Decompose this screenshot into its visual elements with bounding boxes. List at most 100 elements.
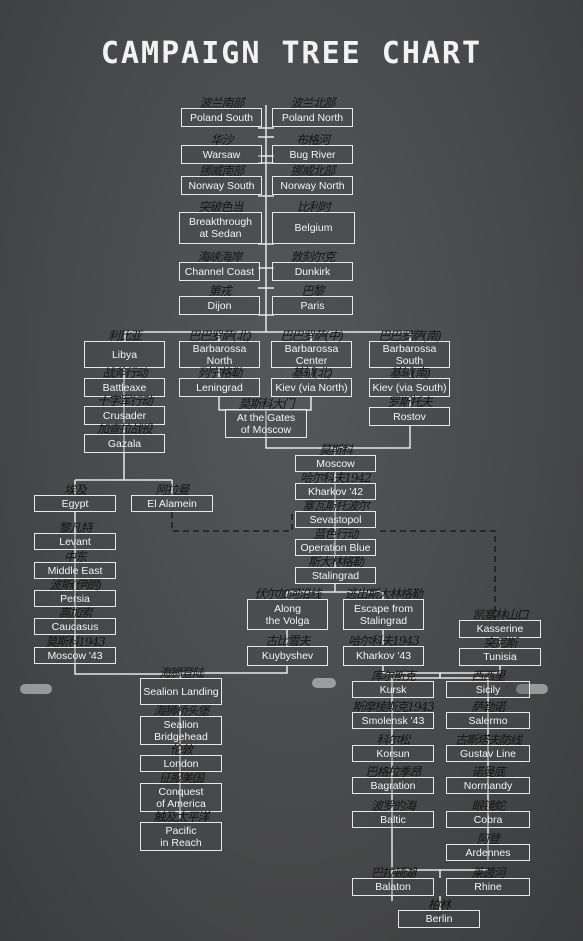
campaign-node-label: Crusader — [102, 409, 147, 422]
campaign-node-cobra[interactable]: Cobra — [446, 811, 530, 828]
campaign-node-bagration[interactable]: Bagration — [352, 777, 434, 794]
campaign-node-ardennes[interactable]: Ardennes — [446, 844, 530, 861]
campaign-node-label: Gazala — [107, 437, 142, 450]
handwritten-note: 阿拉曼 — [155, 483, 189, 497]
handwritten-note: 凯塞林山口 — [472, 608, 528, 622]
campaign-node-levant[interactable]: Levant — [34, 533, 116, 550]
campaign-node-label: Barbarossa North — [192, 342, 247, 367]
campaign-node-kasserine[interactable]: Kasserine — [459, 620, 541, 638]
campaign-node-kharkov42[interactable]: Kharkov '42 — [295, 483, 376, 500]
campaign-node-kursk[interactable]: Kursk — [352, 681, 434, 698]
campaign-node-kharkov43[interactable]: Kharkov '43 — [343, 646, 424, 666]
campaign-node-kiev_n[interactable]: Kiev (via North) — [271, 378, 352, 397]
campaign-node-barb_s[interactable]: Barbarossa South — [369, 341, 450, 368]
campaign-node-norway_n[interactable]: Norway North — [272, 176, 353, 195]
campaign-node-bug[interactable]: Bug River — [272, 145, 353, 164]
campaign-node-london[interactable]: London — [140, 755, 222, 772]
campaign-node-bridgehead[interactable]: Sealion Bridgehead — [140, 716, 222, 745]
connector — [179, 666, 288, 678]
handwritten-note: 第戎 — [208, 284, 231, 298]
campaign-node-dijon[interactable]: Dijon — [179, 296, 260, 315]
campaign-node-label: El Alamein — [147, 497, 197, 510]
campaign-node-label: Sevastopol — [309, 513, 362, 526]
campaign-node-gates[interactable]: At the Gates of Moscow — [225, 409, 307, 438]
campaign-node-korsun[interactable]: Korsun — [352, 745, 434, 762]
handwritten-note: 柏林 — [427, 898, 451, 912]
handwritten-note: 挪威南部 — [199, 164, 244, 178]
campaign-node-america[interactable]: Conquest of America — [140, 783, 222, 812]
campaign-node-gazala[interactable]: Gazala — [84, 434, 165, 453]
campaign-node-label: Berlin — [425, 913, 453, 925]
campaign-node-kuybyshev[interactable]: Kuybyshev — [247, 646, 328, 666]
handwritten-note: 伏尔加河沿线 — [254, 587, 321, 601]
campaign-node-gustav[interactable]: Gustav Line — [446, 745, 530, 762]
campaign-node-sealion[interactable]: Sealion Landing — [140, 678, 222, 705]
handwritten-note: 眼镜蛇 — [471, 799, 505, 813]
campaign-node-poland_s[interactable]: Poland South — [181, 108, 262, 127]
campaign-node-rhine[interactable]: Rhine — [446, 878, 530, 896]
campaign-node-sedan[interactable]: Breakthrough at Sedan — [179, 212, 262, 244]
campaign-node-crusader[interactable]: Crusader — [84, 406, 165, 425]
handwritten-note: 哈尔科夫1943 — [348, 634, 420, 648]
campaign-node-normandy[interactable]: Normandy — [446, 777, 530, 794]
campaign-node-label: Poland North — [281, 111, 344, 124]
campaign-node-opblue[interactable]: Operation Blue — [295, 539, 376, 556]
campaign-node-mideast[interactable]: Middle East — [34, 562, 116, 579]
handwritten-note: 加查拉战役 — [96, 422, 153, 436]
campaign-node-moscow43[interactable]: Moscow '43 — [34, 647, 116, 664]
campaign-node-label: Baltic — [380, 813, 406, 826]
campaign-node-paris[interactable]: Paris — [272, 296, 353, 315]
campaign-node-alamein[interactable]: El Alamein — [131, 495, 213, 512]
campaign-node-persia[interactable]: Persia — [34, 590, 116, 607]
campaign-node-barb_c[interactable]: Barbarossa Center — [271, 341, 352, 368]
campaign-node-salerno[interactable]: Salermo — [446, 712, 530, 729]
light-smudge — [20, 684, 52, 694]
campaign-node-pacific[interactable]: Pacific in Reach — [140, 822, 222, 851]
campaign-node-label: Sealion Bridgehead — [154, 718, 208, 743]
handwritten-note: 波斯(伊朗) — [49, 578, 101, 592]
campaign-node-label: Moscow '43 — [47, 649, 103, 662]
campaign-node-label: Kiev (via North) — [275, 381, 348, 394]
campaign-node-label: Balaton — [375, 881, 411, 893]
campaign-node-channel[interactable]: Channel Coast — [179, 262, 260, 281]
campaign-node-label: London — [163, 757, 199, 770]
connector — [392, 673, 488, 679]
campaign-node-moscow[interactable]: Moscow — [295, 455, 376, 472]
campaign-node-leningrad[interactable]: Leningrad — [179, 378, 260, 397]
connector — [335, 426, 411, 449]
campaign-node-norway_s[interactable]: Norway South — [181, 176, 262, 195]
campaign-node-kiev_s[interactable]: Kiev (via South) — [369, 378, 450, 397]
campaign-node-label: Dijon — [207, 299, 232, 312]
campaign-node-libya[interactable]: Libya — [84, 341, 165, 368]
campaign-node-berlin[interactable]: Berlin — [398, 910, 480, 928]
campaign-node-battleaxe[interactable]: Battleaxe — [84, 378, 165, 397]
handwritten-note: 斯摩棱斯克1943 — [352, 700, 435, 714]
campaign-node-tunisia[interactable]: Tunisia — [459, 648, 541, 666]
campaign-node-smolensk[interactable]: Smolensk '43 — [352, 712, 434, 729]
campaign-node-barb_n[interactable]: Barbarossa North — [179, 341, 260, 368]
handwritten-note: 突尼斯 — [483, 636, 517, 650]
campaign-node-dunkirk[interactable]: Dunkirk — [272, 262, 353, 281]
handwritten-note: 科尔松 — [376, 733, 410, 747]
campaign-node-volga[interactable]: Along the Volga — [247, 599, 328, 630]
handwritten-note: 基辅(北) — [291, 366, 332, 380]
campaign-node-label: Cobra — [473, 813, 503, 826]
connector — [218, 368, 411, 377]
campaign-node-poland_n[interactable]: Poland North — [272, 108, 353, 127]
campaign-node-baltic[interactable]: Baltic — [352, 811, 434, 828]
campaign-node-stalingrad[interactable]: Stalingrad — [295, 567, 376, 584]
campaign-node-sevastopol[interactable]: Sevastopol — [295, 511, 376, 528]
dashed-path — [171, 510, 496, 620]
handwritten-note: 海狮桥头堡 — [153, 704, 209, 718]
campaign-node-egypt[interactable]: Egypt — [34, 495, 116, 512]
campaign-node-belgium[interactable]: Belgium — [272, 212, 355, 244]
campaign-node-caucasus[interactable]: Caucasus — [34, 618, 116, 635]
campaign-node-rostov[interactable]: Rostov — [369, 407, 450, 426]
handwritten-note: 莫斯科1943 — [45, 635, 106, 649]
campaign-node-sicily[interactable]: Sicily — [446, 681, 530, 698]
campaign-node-label: Smolensk '43 — [361, 714, 425, 727]
campaign-node-label: Levant — [59, 535, 91, 548]
campaign-node-escape[interactable]: Escape from Stalingrad — [343, 599, 424, 630]
campaign-node-balaton[interactable]: Balaton — [352, 878, 434, 896]
campaign-node-warsaw[interactable]: Warsaw — [181, 145, 262, 164]
